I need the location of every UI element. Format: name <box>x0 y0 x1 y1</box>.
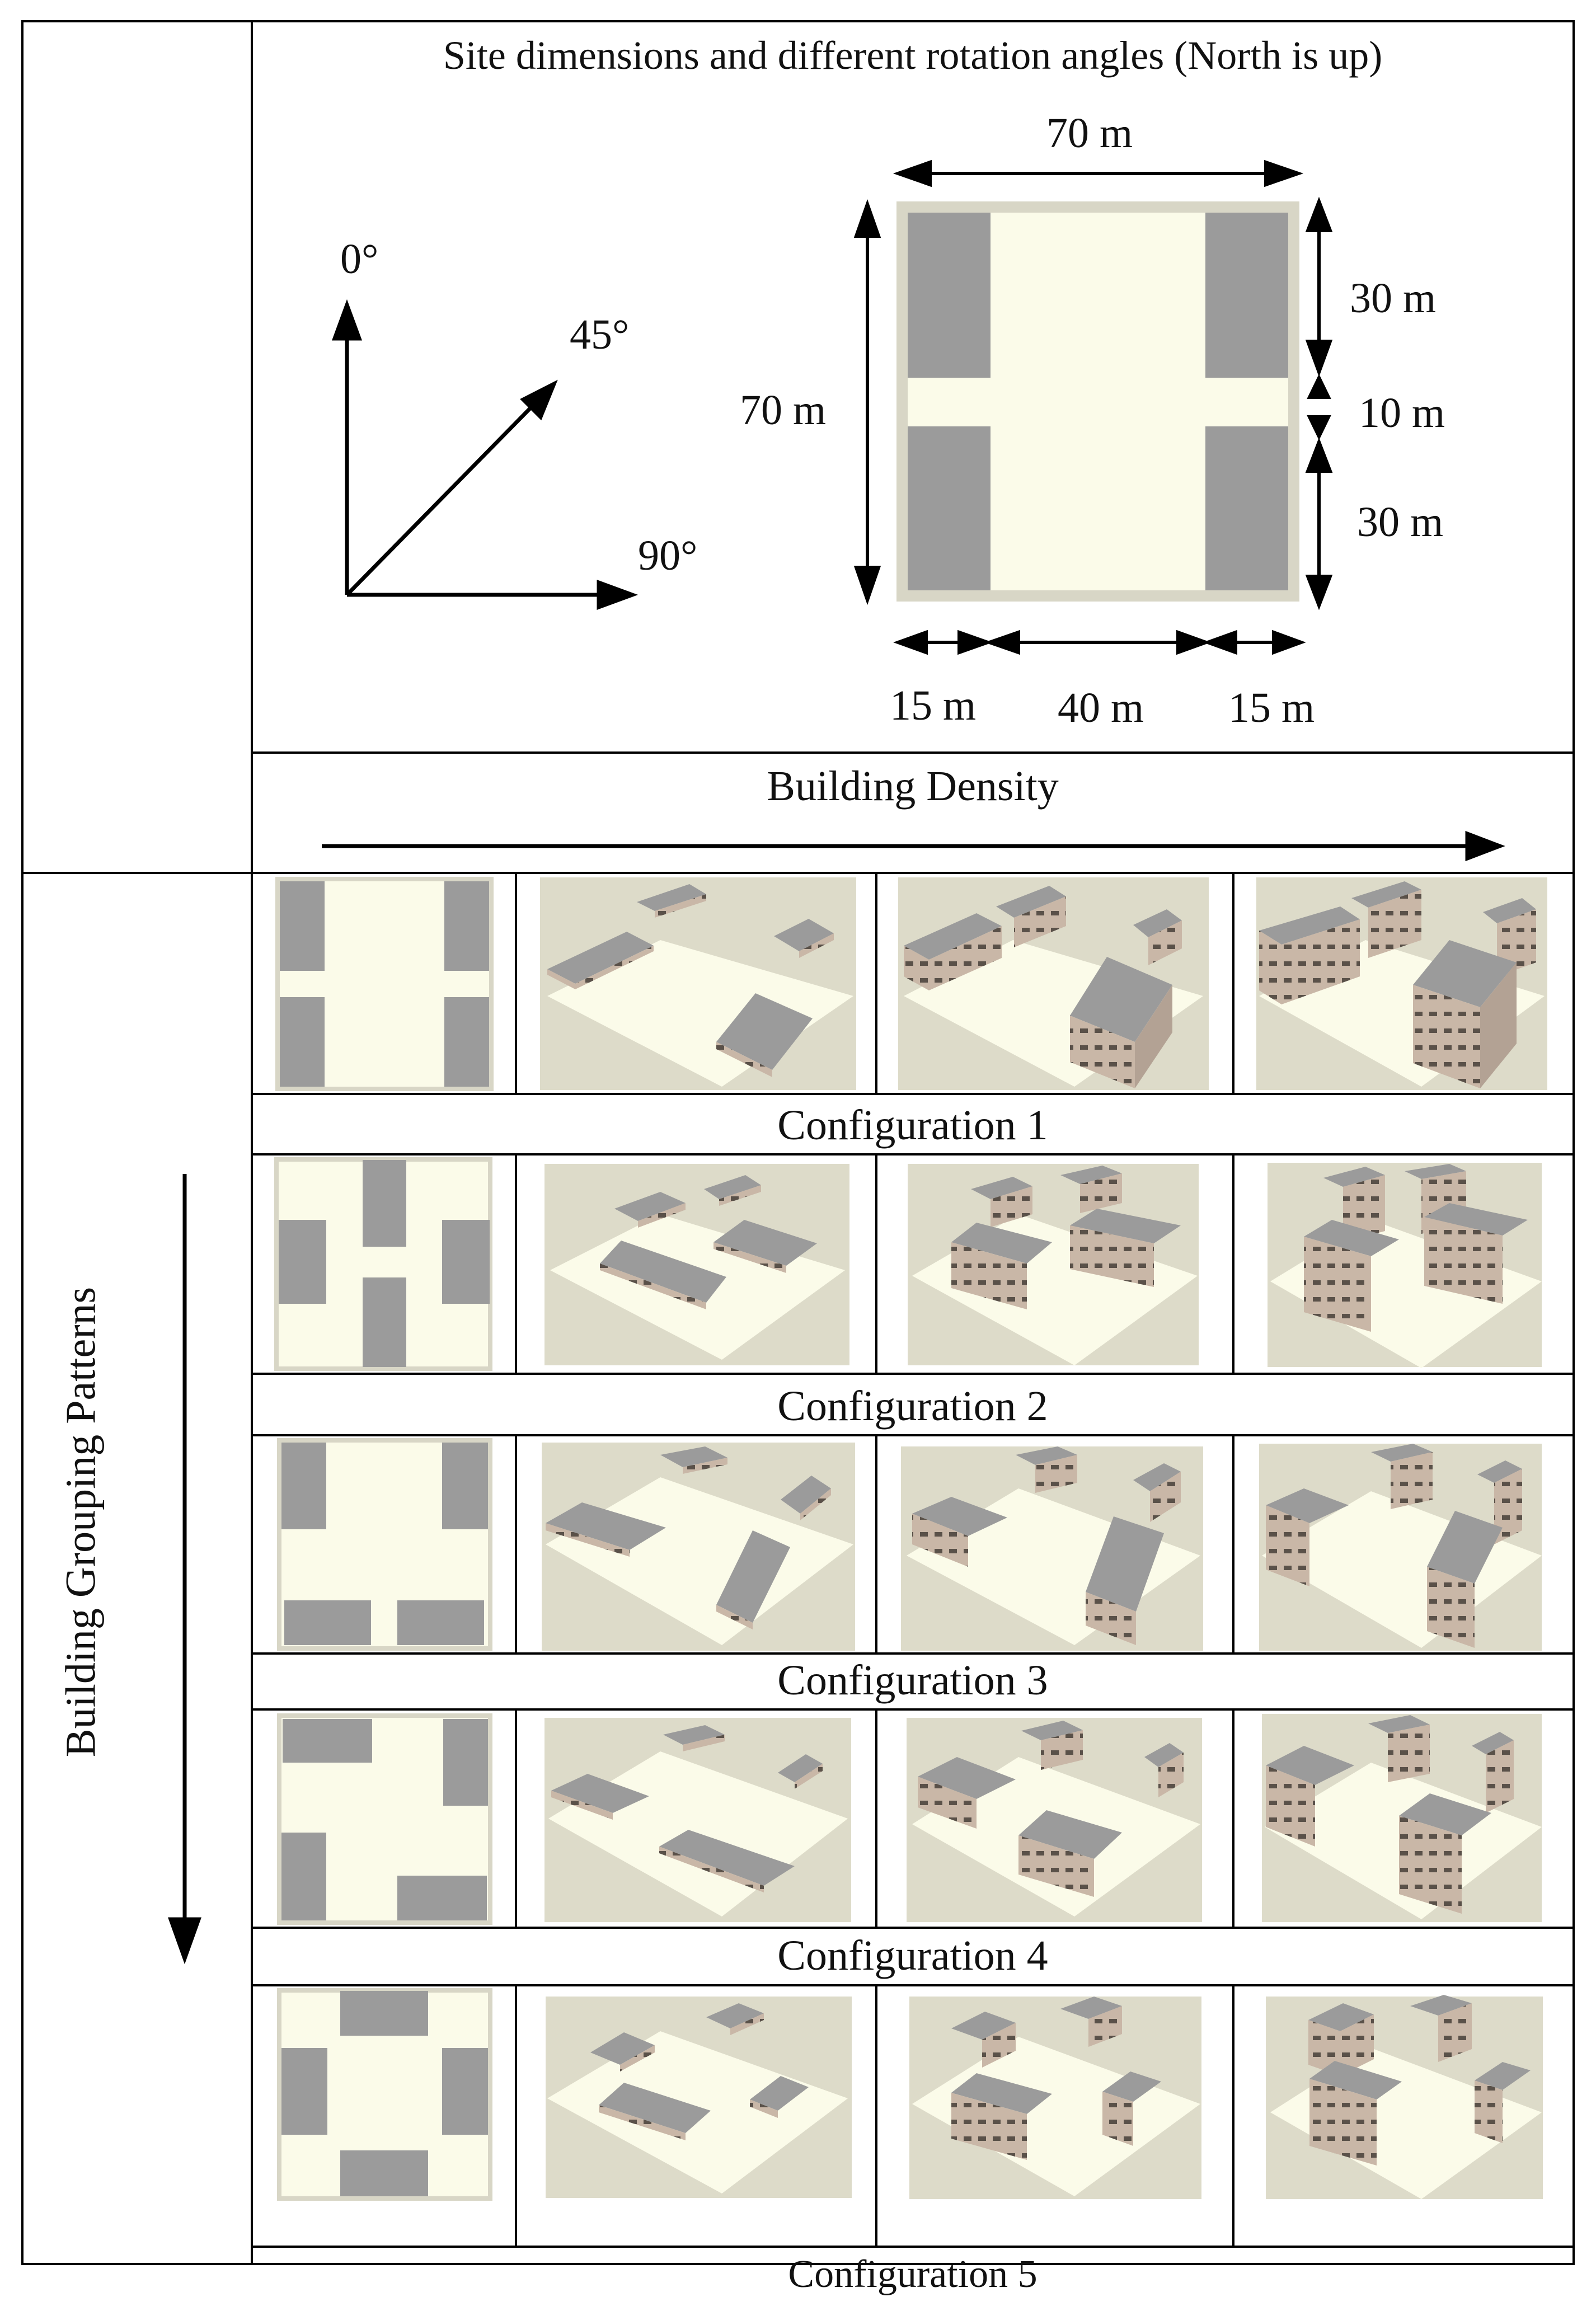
config-2-density-3 <box>1268 1163 1542 1368</box>
dim-right-top: 30 m <box>1350 275 1437 322</box>
config-4-density-1 <box>544 1718 851 1922</box>
config-4-plan <box>277 1713 492 1925</box>
configuration-2-label: Configuration 2 <box>777 1383 1048 1430</box>
site-building-sw <box>908 426 991 590</box>
dim-width-top: 70 m <box>1046 110 1133 157</box>
config-3-density-3 <box>1259 1444 1542 1651</box>
config-1-plan <box>275 877 494 1091</box>
dim-height-left: 70 m <box>740 387 827 434</box>
dim-right-mid: 10 m <box>1359 389 1445 436</box>
config-3-density-2 <box>901 1446 1203 1651</box>
config-4-density-2 <box>907 1718 1202 1922</box>
angle-45-label: 45° <box>570 311 630 358</box>
config-4-density-3 <box>1262 1714 1542 1922</box>
config-2-density-1 <box>544 1164 849 1365</box>
angle-0-label: 0° <box>340 236 379 283</box>
configuration-1-label: Configuration 1 <box>777 1102 1048 1149</box>
site-building-nw <box>908 213 991 378</box>
dim-right-bottom: 30 m <box>1357 499 1444 546</box>
config-1-density-3 <box>1256 877 1547 1090</box>
angle-90-label: 90° <box>638 532 698 579</box>
config-1-density-2 <box>898 877 1209 1090</box>
config-2-density-2 <box>908 1164 1199 1365</box>
configuration-4-label: Configuration 4 <box>777 1932 1048 1979</box>
dim-bottom-left: 15 m <box>890 682 977 729</box>
config-3-density-1 <box>542 1443 855 1651</box>
config-2-plan <box>274 1157 492 1371</box>
dim-bottom-right: 15 m <box>1228 684 1315 731</box>
config-1-density-1 <box>540 877 856 1090</box>
config-5-plan <box>277 1988 492 2201</box>
site-building-se <box>1205 426 1288 590</box>
config-3-plan <box>277 1438 492 1651</box>
site-building-ne <box>1205 213 1288 378</box>
config-5-density-3 <box>1266 1995 1543 2199</box>
configuration-3-label: Configuration 3 <box>777 1657 1048 1704</box>
site-title: Site dimensions and different rotation a… <box>443 33 1383 78</box>
config-5-density-1 <box>546 1997 852 2198</box>
dim-bottom-mid: 40 m <box>1058 684 1144 731</box>
config-5-density-2 <box>909 1997 1201 2199</box>
density-label: Building Density <box>767 763 1059 810</box>
